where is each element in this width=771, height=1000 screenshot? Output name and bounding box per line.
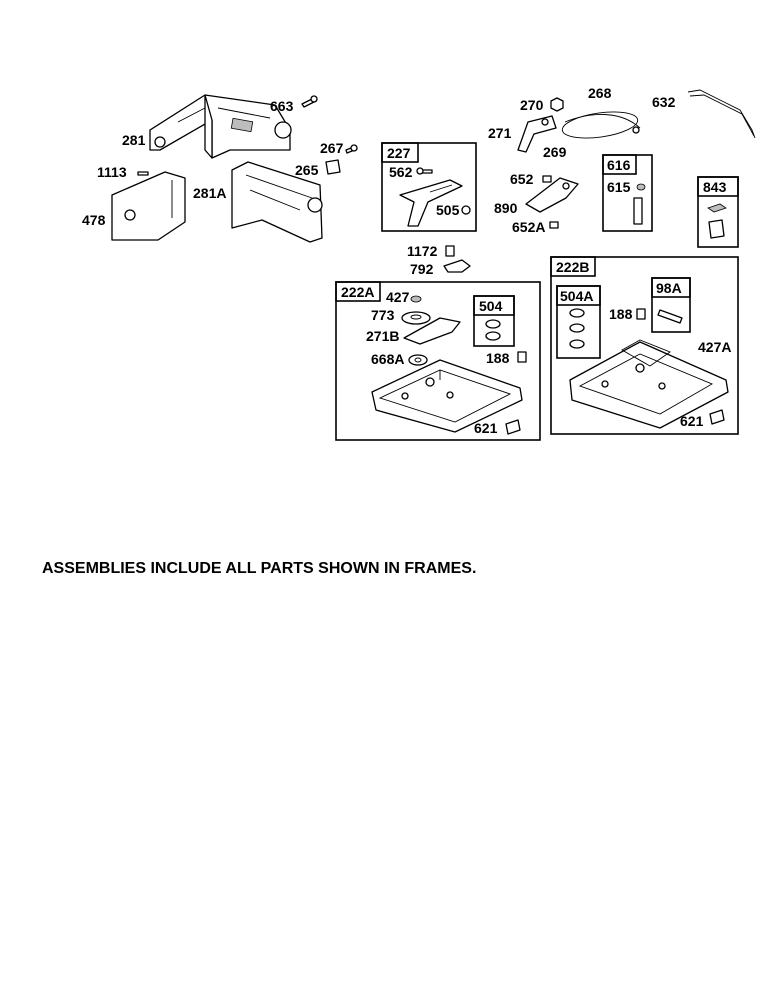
label-504: 504	[479, 298, 503, 314]
frame-222B	[550, 256, 739, 435]
label-271: 271	[488, 125, 512, 141]
label-427: 427	[386, 289, 410, 305]
clip-265	[325, 159, 341, 175]
label-227: 227	[387, 145, 411, 161]
label-621b: 621	[680, 413, 704, 429]
label-271B: 271B	[366, 328, 399, 344]
label-188a: 188	[486, 350, 510, 366]
label-270: 270	[520, 97, 544, 113]
pin-616	[633, 183, 646, 225]
label-615: 615	[607, 179, 631, 195]
bolt-663	[301, 95, 318, 108]
label-265: 265	[295, 162, 319, 178]
parts-diagram: 281 663 478 1113 281A 267 265 227 562	[82, 85, 756, 441]
bracket-271	[517, 115, 557, 153]
assemblies-note: ASSEMBLIES INCLUDE ALL PARTS SHOWN IN FR…	[42, 560, 477, 577]
nut-505	[461, 205, 471, 215]
screw-188b	[636, 308, 646, 320]
screw-188a	[517, 351, 527, 363]
label-427A: 427A	[698, 339, 731, 355]
label-652: 652	[510, 171, 534, 187]
link-792	[443, 259, 471, 273]
label-98A: 98A	[656, 280, 682, 296]
screw-98A	[657, 309, 683, 324]
plate-478	[111, 171, 186, 241]
frame-227	[381, 142, 477, 232]
lever-227	[399, 179, 463, 227]
clip-621b	[709, 409, 725, 425]
lever-271B	[403, 317, 461, 345]
base-plate-222B	[569, 339, 729, 429]
label-267: 267	[320, 140, 344, 156]
bracket-890	[525, 177, 579, 213]
label-505: 505	[436, 202, 460, 218]
screw-1113	[137, 171, 149, 176]
label-843: 843	[703, 179, 727, 195]
washer-668A	[408, 354, 428, 366]
label-222B: 222B	[556, 259, 589, 275]
bracket-281	[149, 94, 292, 159]
screw-652	[542, 175, 552, 183]
label-268: 268	[588, 85, 612, 101]
label-269: 269	[543, 144, 567, 160]
label-792: 792	[410, 261, 434, 277]
washer-427	[410, 295, 422, 303]
screw-652A	[549, 221, 559, 229]
label-1172: 1172	[407, 243, 438, 259]
label-281: 281	[122, 132, 146, 148]
label-1113: 1113	[97, 164, 127, 180]
wire-632	[687, 89, 756, 139]
label-281A: 281A	[193, 185, 226, 201]
label-478: 478	[82, 212, 106, 228]
gear-773	[401, 311, 431, 325]
label-652A: 652A	[512, 219, 545, 235]
frame-222A	[335, 281, 541, 441]
label-621a: 621	[474, 420, 498, 436]
label-616: 616	[607, 157, 631, 173]
label-663: 663	[270, 98, 294, 114]
label-773: 773	[371, 307, 395, 323]
label-562: 562	[389, 164, 413, 180]
screw-1172	[445, 245, 455, 257]
label-632: 632	[652, 94, 676, 110]
label-890: 890	[494, 200, 518, 216]
bracket-281A	[231, 161, 323, 243]
label-668A: 668A	[371, 351, 404, 367]
clip-621a	[505, 419, 521, 435]
base-plate-222A	[371, 359, 523, 433]
clip-843	[707, 203, 727, 239]
screw-562	[416, 167, 433, 175]
label-188b: 188	[609, 306, 633, 322]
cable-268	[561, 111, 641, 139]
label-222A: 222A	[341, 284, 374, 300]
screw-267	[345, 144, 358, 154]
nut-270	[550, 97, 564, 112]
label-504A: 504A	[560, 288, 593, 304]
